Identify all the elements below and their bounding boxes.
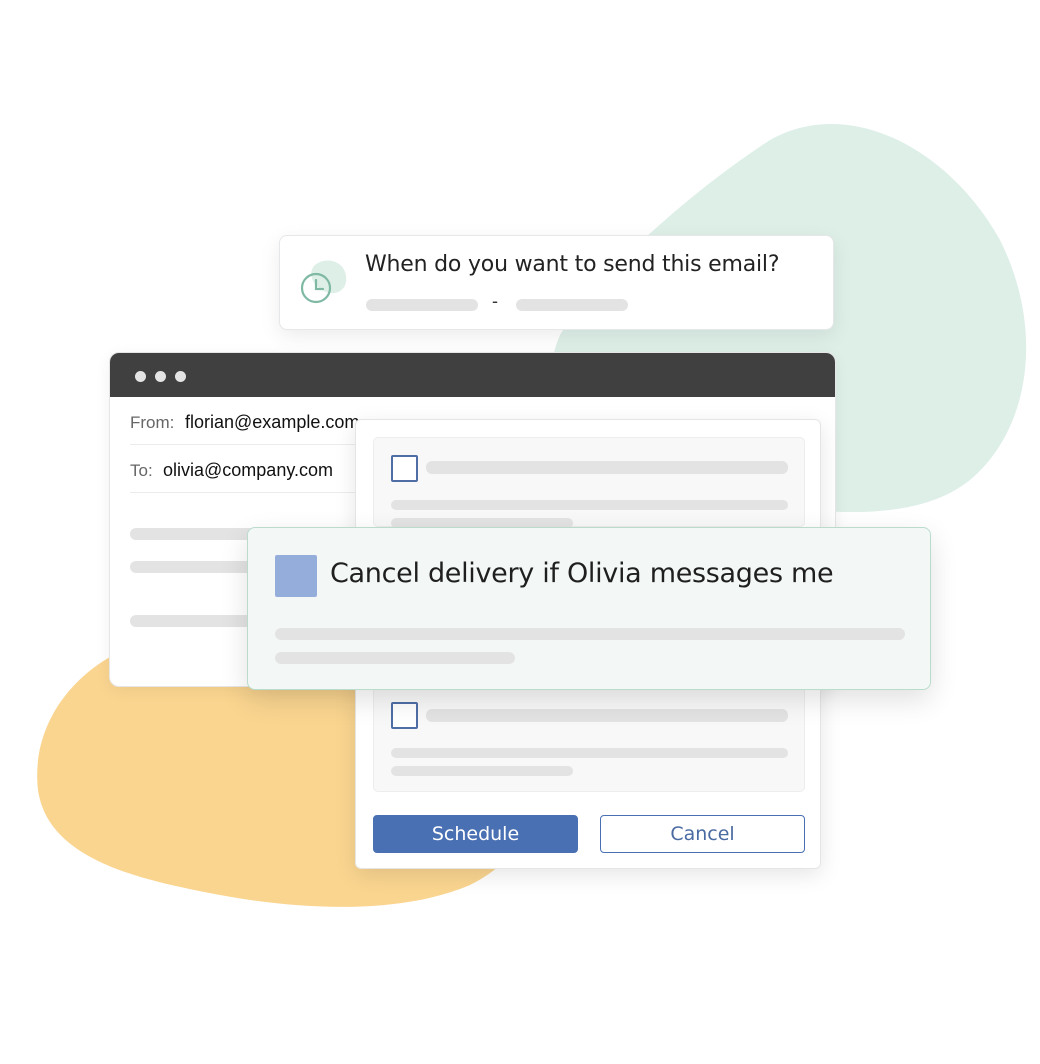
start-time-placeholder[interactable] — [366, 299, 478, 311]
from-label: From: — [130, 413, 175, 432]
cancel-button[interactable]: Cancel — [600, 815, 805, 853]
window-titlebar — [110, 353, 835, 397]
window-dot-1[interactable] — [135, 371, 146, 382]
option-3-desc-line — [391, 748, 788, 758]
from-value: florian@example.com — [185, 412, 360, 432]
cancel-condition-card[interactable]: Cancel delivery if Olivia messages me — [247, 527, 931, 690]
option-3-desc-line-2 — [391, 766, 573, 776]
window-dot-3[interactable] — [175, 371, 186, 382]
schedule-prompt-card: When do you want to send this email? - — [279, 235, 834, 330]
option-3-title-line — [426, 709, 788, 722]
option-item-3 — [373, 684, 805, 792]
range-separator: - — [492, 291, 498, 311]
cancel-condition-checkbox[interactable] — [275, 555, 317, 597]
prompt-question: When do you want to send this email? — [365, 252, 780, 277]
clock-icon — [300, 260, 347, 304]
to-value: olivia@company.com — [163, 460, 333, 480]
option-1-desc-line — [391, 500, 788, 510]
cancel-condition-label: Cancel delivery if Olivia messages me — [330, 558, 834, 589]
condition-desc-line-1 — [275, 628, 905, 640]
option-1-checkbox[interactable] — [391, 455, 418, 482]
to-field[interactable]: To: olivia@company.com — [130, 445, 430, 493]
option-3-checkbox[interactable] — [391, 702, 418, 729]
condition-desc-line-2 — [275, 652, 515, 664]
option-1-title-line — [426, 461, 788, 474]
window-dot-2[interactable] — [155, 371, 166, 382]
to-label: To: — [130, 461, 153, 480]
option-1-desc-line-2 — [391, 518, 573, 528]
end-time-placeholder[interactable] — [516, 299, 628, 311]
option-item-1 — [373, 437, 805, 528]
from-field[interactable]: From: florian@example.com — [130, 397, 430, 445]
schedule-button[interactable]: Schedule — [373, 815, 578, 853]
